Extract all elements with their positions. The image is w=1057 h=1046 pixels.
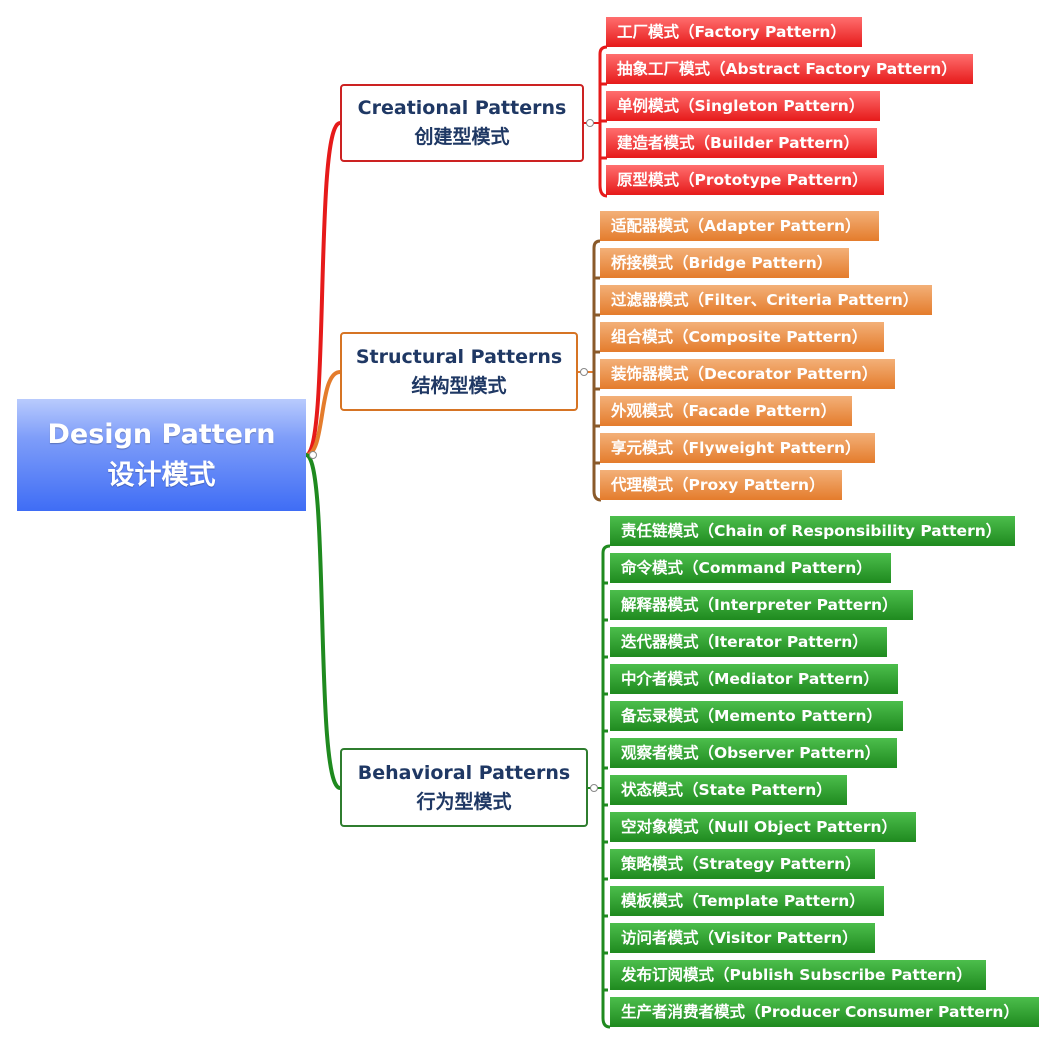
category-title-en: Structural Patterns [355,345,563,368]
category-behavioral[interactable]: Behavioral Patterns 行为型模式 [340,748,588,827]
pattern-composite[interactable]: 组合模式（Composite Pattern） [600,322,884,352]
pattern-null-object[interactable]: 空对象模式（Null Object Pattern） [610,812,916,842]
pattern-abstract-factory[interactable]: 抽象工厂模式（Abstract Factory Pattern） [606,54,973,84]
pattern-builder[interactable]: 建造者模式（Builder Pattern） [606,128,877,158]
pattern-prototype[interactable]: 原型模式（Prototype Pattern） [606,165,884,195]
root-node[interactable]: Design Pattern 设计模式 [17,399,306,511]
pattern-command[interactable]: 命令模式（Command Pattern） [610,553,891,583]
collapse-toggle-structural[interactable] [580,368,588,376]
pattern-observer[interactable]: 观察者模式（Observer Pattern） [610,738,897,768]
category-title-cn: 行为型模式 [416,790,512,813]
pattern-proxy[interactable]: 代理模式（Proxy Pattern） [600,470,842,500]
pattern-interpreter[interactable]: 解释器模式（Interpreter Pattern） [610,590,913,620]
root-title-en: Design Pattern [47,419,276,450]
connector-root-behavioral [304,453,342,790]
category-title-cn: 创建型模式 [414,126,510,148]
connector-root-creational [304,121,342,457]
pattern-facade[interactable]: 外观模式（Facade Pattern） [600,396,852,426]
bracket-behavioral [601,544,611,1029]
pattern-strategy[interactable]: 策略模式（Strategy Pattern） [610,849,875,879]
pattern-memento[interactable]: 备忘录模式（Memento Pattern） [610,701,903,731]
category-title-en: Creational Patterns [357,97,567,119]
pattern-flyweight[interactable]: 享元模式（Flyweight Pattern） [600,433,875,463]
pattern-publish-subscribe[interactable]: 发布订阅模式（Publish Subscribe Pattern） [610,960,986,990]
pattern-factory[interactable]: 工厂模式（Factory Pattern） [606,17,862,47]
root-title-cn: 设计模式 [107,460,216,491]
pattern-singleton[interactable]: 单例模式（Singleton Pattern） [606,91,880,121]
pattern-iterator[interactable]: 迭代器模式（Iterator Pattern） [610,627,887,657]
category-structural[interactable]: Structural Patterns 结构型模式 [340,332,578,411]
pattern-chain-of-responsibility[interactable]: 责任链模式（Chain of Responsibility Pattern） [610,516,1015,546]
category-title-en: Behavioral Patterns [357,761,571,784]
category-creational[interactable]: Creational Patterns 创建型模式 [340,84,584,162]
pattern-bridge[interactable]: 桥接模式（Bridge Pattern） [600,248,849,278]
pattern-decorator[interactable]: 装饰器模式（Decorator Pattern） [600,359,895,389]
collapse-toggle-behavioral[interactable] [590,784,598,792]
collapse-toggle-creational[interactable] [586,119,594,127]
pattern-filter[interactable]: 过滤器模式（Filter、Criteria Pattern） [600,285,932,315]
collapse-toggle-root[interactable] [309,451,317,459]
pattern-visitor[interactable]: 访问者模式（Visitor Pattern） [610,923,875,953]
pattern-mediator[interactable]: 中介者模式（Mediator Pattern） [610,664,898,694]
pattern-state[interactable]: 状态模式（State Pattern） [610,775,847,805]
pattern-template[interactable]: 模板模式（Template Pattern） [610,886,884,916]
bracket-structural [592,239,602,502]
pattern-adapter[interactable]: 适配器模式（Adapter Pattern） [600,211,879,241]
pattern-producer-consumer[interactable]: 生产者消费者模式（Producer Consumer Pattern） [610,997,1039,1027]
category-title-cn: 结构型模式 [411,374,507,397]
